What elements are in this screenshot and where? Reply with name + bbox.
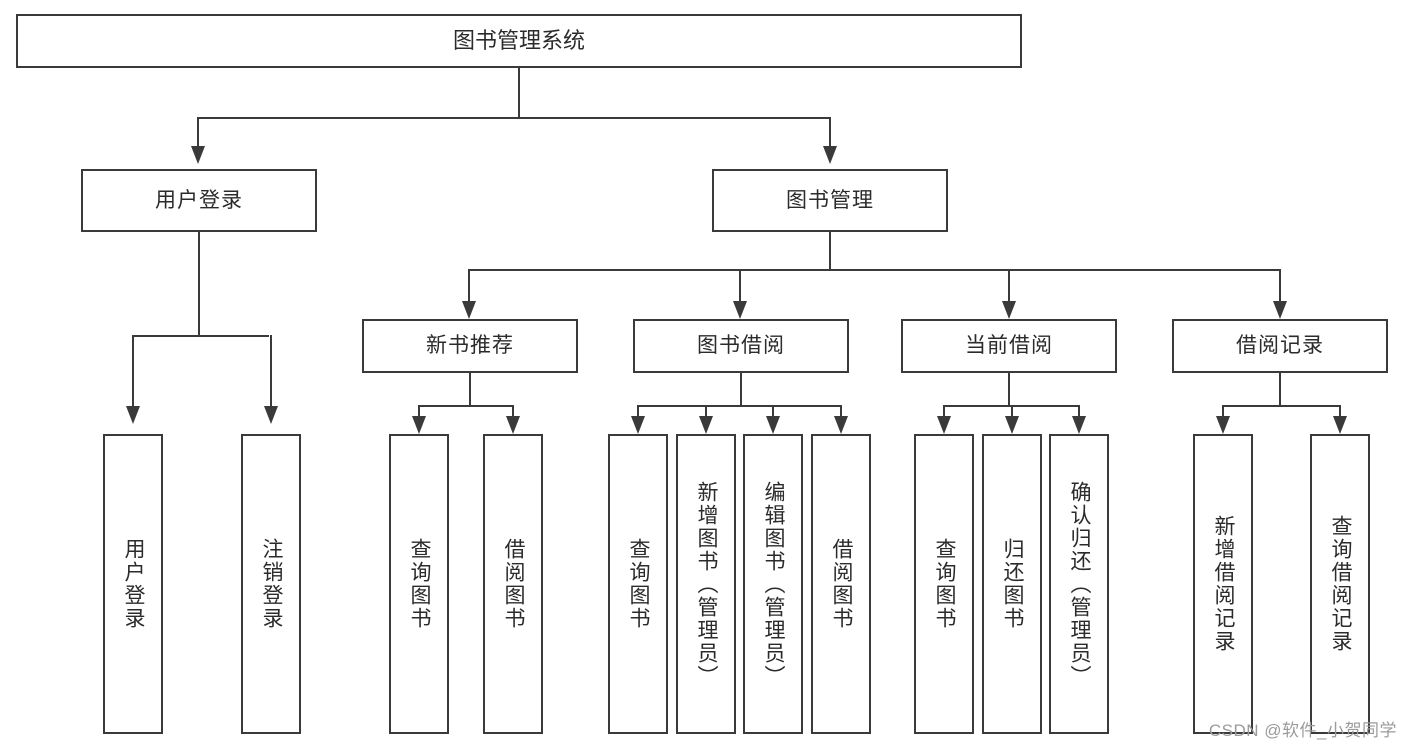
arrow-book-mgmt-child-3 (1002, 301, 1016, 319)
arrow-book-mgmt-child-1 (462, 301, 476, 319)
arrow-current-borrow-child-1 (937, 416, 951, 434)
connector-new-book-stem (469, 373, 471, 406)
node-label: 用户登录 (122, 538, 146, 630)
arrow-borrow-record-child-1 (1216, 416, 1230, 434)
connector-new-book-bar (418, 405, 513, 407)
node-label: 用户登录 (155, 188, 243, 212)
node-label: 借阅图书 (830, 538, 854, 630)
connector-borrow-record-stem (1279, 373, 1281, 406)
node-label: 当前借阅 (965, 334, 1053, 358)
leaf-borrow-book[interactable]: 借阅图书 (811, 434, 871, 734)
connector-new-book-child-2 (512, 405, 514, 425)
leaf-add-borrow-record[interactable]: 新增借阅记录 (1193, 434, 1253, 734)
connector-book-mgmt-stem (829, 232, 831, 270)
leaf-add-book-admin[interactable]: 新增图书（管理员） (676, 434, 736, 734)
arrow-book-borrow-child-4 (834, 416, 848, 434)
arrow-current-borrow-child-3 (1072, 416, 1086, 434)
connector-current-borrow-child-3 (1078, 405, 1080, 425)
leaf-borrow-book-newbook[interactable]: 借阅图书 (483, 434, 543, 734)
node-label: 借阅图书 (502, 538, 526, 630)
connector-book-borrow-child-3 (772, 405, 774, 425)
connector-user-login-bar (132, 335, 269, 337)
connector-user-login-child-2 (270, 335, 272, 407)
arrow-new-book-child-2 (506, 416, 520, 434)
node-borrow-record[interactable]: 借阅记录 (1172, 319, 1388, 373)
leaf-return-book[interactable]: 归还图书 (982, 434, 1042, 734)
connector-current-borrow-child-2 (1011, 405, 1013, 425)
arrow-book-borrow-child-3 (766, 416, 780, 434)
node-label: 查询图书 (627, 538, 651, 630)
arrow-book-mgmt-child-4 (1273, 301, 1287, 319)
connector-current-borrow-child-1 (943, 405, 945, 425)
connector-book-borrow-child-4 (840, 405, 842, 425)
connector-book-mgmt-child-2 (739, 269, 741, 302)
connector-root-to-user-login (197, 117, 199, 147)
node-label: 查询借阅记录 (1329, 515, 1353, 653)
node-current-borrow[interactable]: 当前借阅 (901, 319, 1117, 373)
node-label: 注销登录 (260, 538, 284, 630)
connector-book-borrow-child-1 (637, 405, 639, 425)
arrow-root-to-user-login (191, 146, 205, 164)
leaf-user-login[interactable]: 用户登录 (103, 434, 163, 734)
connector-user-login-stem (198, 232, 200, 336)
connector-root-bar (197, 117, 831, 119)
node-book-borrow[interactable]: 图书借阅 (633, 319, 849, 373)
leaf-logout-login[interactable]: 注销登录 (241, 434, 301, 734)
node-label: 查询图书 (933, 538, 957, 630)
node-label: 图书管理系统 (452, 27, 585, 53)
connector-book-mgmt-bar (468, 269, 1281, 271)
node-user-login[interactable]: 用户登录 (81, 169, 317, 232)
node-label: 新书推荐 (426, 334, 514, 358)
arrow-borrow-record-child-2 (1333, 416, 1347, 434)
connector-current-borrow-stem (1008, 373, 1010, 406)
node-label: 新增图书（管理员） (695, 480, 719, 688)
node-new-book-recommend[interactable]: 新书推荐 (362, 319, 578, 373)
node-label: 图书管理 (786, 188, 874, 212)
node-label: 借阅记录 (1236, 334, 1324, 358)
arrow-current-borrow-child-2 (1005, 416, 1019, 434)
node-book-management[interactable]: 图书管理 (712, 169, 948, 232)
connector-book-mgmt-child-3 (1008, 269, 1010, 302)
connector-book-borrow-stem (740, 373, 742, 406)
arrow-new-book-child-1 (412, 416, 426, 434)
connector-book-mgmt-child-1 (468, 269, 470, 302)
connector-root-to-book-mgmt (829, 117, 831, 147)
arrow-book-borrow-child-2 (699, 416, 713, 434)
arrow-root-to-book-mgmt (823, 146, 837, 164)
connector-user-login-child-1 (132, 335, 134, 407)
leaf-confirm-return-admin[interactable]: 确认归还（管理员） (1049, 434, 1109, 734)
leaf-query-book-borrow[interactable]: 查询图书 (608, 434, 668, 734)
node-label: 编辑图书（管理员） (762, 480, 786, 688)
leaf-query-book-current[interactable]: 查询图书 (914, 434, 974, 734)
leaf-query-book-newbook[interactable]: 查询图书 (389, 434, 449, 734)
connector-book-borrow-bar (637, 405, 841, 407)
connector-new-book-child-1 (418, 405, 420, 425)
connector-borrow-record-child-1 (1222, 405, 1224, 425)
arrow-book-mgmt-child-2 (733, 301, 747, 319)
node-label: 归还图书 (1001, 538, 1025, 630)
node-label: 查询图书 (408, 538, 432, 630)
connector-borrow-record-bar (1222, 405, 1340, 407)
leaf-query-borrow-record[interactable]: 查询借阅记录 (1310, 434, 1370, 734)
node-label: 确认归还（管理员） (1068, 480, 1092, 688)
connector-book-borrow-child-2 (705, 405, 707, 425)
connector-root-stem (518, 68, 520, 118)
arrow-user-login-child-1 (126, 406, 140, 424)
connector-book-mgmt-child-4 (1279, 269, 1281, 302)
node-label: 图书借阅 (697, 334, 785, 358)
connector-borrow-record-child-2 (1339, 405, 1341, 425)
node-label: 新增借阅记录 (1212, 515, 1236, 653)
watermark-text: CSDN @软件_小贺同学 (1208, 721, 1397, 740)
leaf-edit-book-admin[interactable]: 编辑图书（管理员） (743, 434, 803, 734)
arrow-book-borrow-child-1 (631, 416, 645, 434)
node-root-system[interactable]: 图书管理系统 (16, 14, 1022, 68)
arrow-user-login-child-2 (264, 406, 278, 424)
